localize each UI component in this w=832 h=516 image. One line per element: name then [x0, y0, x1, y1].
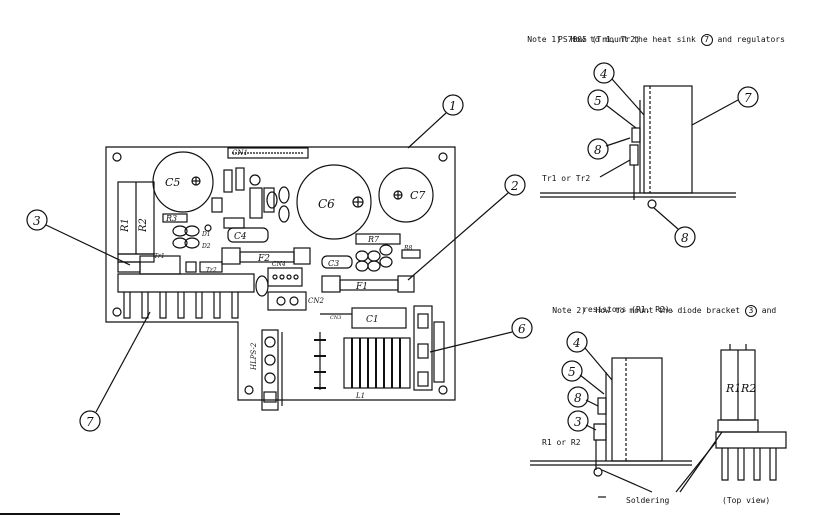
label-f1: F1	[355, 282, 368, 292]
callout-3-label: 3	[33, 214, 41, 228]
label-c1: C1	[366, 315, 379, 325]
label-r2: R2	[138, 218, 149, 233]
note2-drawing	[530, 331, 787, 498]
callout-7-label: 7	[86, 415, 94, 429]
label-c3: C3	[328, 259, 339, 268]
n2-callout-4	[566, 331, 588, 353]
note2-text: Note 2) How to mount the diode bracket 3…	[533, 295, 776, 327]
pcb-outline	[105, 146, 456, 401]
label-c7: C7	[410, 189, 425, 202]
capacitor-c6	[296, 164, 372, 240]
note2-line1: Note 2) How to mount the diode bracket	[552, 306, 741, 315]
n2-callout-5	[561, 360, 583, 382]
note2-circled-number: 3	[744, 305, 757, 317]
n2-callout-3	[567, 410, 589, 432]
callout-6-label: 6	[518, 322, 526, 336]
n2-callout-4-label: 4	[572, 336, 581, 350]
label-r8: R8	[403, 245, 413, 252]
label-r7: R7	[367, 235, 380, 244]
n2-heat-sink	[611, 357, 663, 462]
n1-heat-sink	[643, 85, 693, 194]
n2-callout-5-label: 5	[568, 365, 576, 379]
n1-callout-7-label: 7	[744, 91, 752, 105]
capacitor-c3	[321, 255, 353, 269]
label-r1: R1	[120, 218, 131, 233]
capacitor-c4	[227, 227, 269, 243]
note1-line1: Note 1) How to mount the heat sink	[527, 35, 696, 44]
note1-circled-number: 7	[700, 34, 713, 46]
cn1-connector	[227, 147, 309, 159]
n1-callout-8b-label: 8	[681, 231, 689, 245]
label-top-view: (Top view)	[722, 496, 770, 505]
note1-line1-tail: and regulators	[717, 35, 785, 44]
n1-callout-4-label: 4	[599, 67, 608, 81]
label-tr2: Tr2	[206, 267, 217, 274]
capacitor-c5	[152, 151, 214, 213]
capacitor-c7	[378, 167, 434, 223]
label-cn4: CN4	[272, 261, 286, 268]
cn2-connector	[267, 291, 307, 311]
callout-6	[511, 317, 533, 339]
callout-1-label: 1	[449, 99, 457, 113]
callout-1	[442, 94, 464, 116]
label-d2: D2	[201, 243, 211, 250]
n1-callout-4	[593, 62, 615, 84]
label-r3: R3	[165, 214, 177, 223]
n1-callout-8b	[674, 226, 696, 248]
label-l1: L1	[355, 392, 365, 400]
n1-callout-8a-label: 8	[594, 143, 602, 157]
n2-label-r1: R1	[725, 382, 741, 395]
note1-text: Note 1) How to mount the heat sink 7 and…	[508, 24, 785, 56]
callout-2	[504, 174, 526, 196]
callout-2-label: 2	[510, 179, 519, 193]
heat-sink	[117, 273, 255, 293]
n2-label-r2: R2	[740, 382, 756, 395]
n1-callout-5	[587, 89, 609, 111]
component-6	[413, 305, 433, 391]
note2-line1-tail: and	[761, 306, 777, 315]
label-ic: HLPS-2	[250, 342, 258, 371]
ic-hlps2	[261, 329, 279, 411]
n1-callout-7	[737, 86, 759, 108]
callout-7	[79, 410, 101, 432]
n1-callout-8a	[587, 138, 609, 160]
callout-3	[26, 209, 48, 231]
label-c5: C5	[165, 176, 180, 189]
n1-callout-5-label: 5	[594, 94, 602, 108]
label-cn3: CN3	[330, 315, 341, 321]
note1-drawing	[540, 62, 759, 248]
capacitor-c1	[351, 307, 407, 329]
label-soldering: Soldering	[626, 496, 670, 505]
label-cn1: CN1	[232, 149, 248, 157]
label-tr1-or-tr2: Tr1 or Tr2	[542, 174, 590, 183]
label-tr1: Tr1	[154, 253, 165, 260]
note2-line2: resistors (R1, R2).	[583, 305, 675, 314]
n2-callout-8	[567, 386, 589, 408]
note1-line2: PS7805 (Tr1, Tr2)	[558, 35, 640, 44]
label-d1: D1	[201, 231, 211, 238]
cn4-connector	[267, 267, 303, 287]
label-r1-or-r2: R1 or R2	[542, 438, 581, 447]
n2-callout-8-label: 8	[574, 391, 582, 405]
n2-callout-3-label: 3	[574, 415, 582, 429]
resistor-r7	[355, 233, 401, 245]
label-c6: C6	[318, 197, 335, 211]
fuse-f1	[339, 279, 399, 291]
label-cn2: CN2	[308, 297, 324, 305]
label-f2: F2	[257, 254, 270, 264]
label-c4: C4	[234, 232, 247, 242]
